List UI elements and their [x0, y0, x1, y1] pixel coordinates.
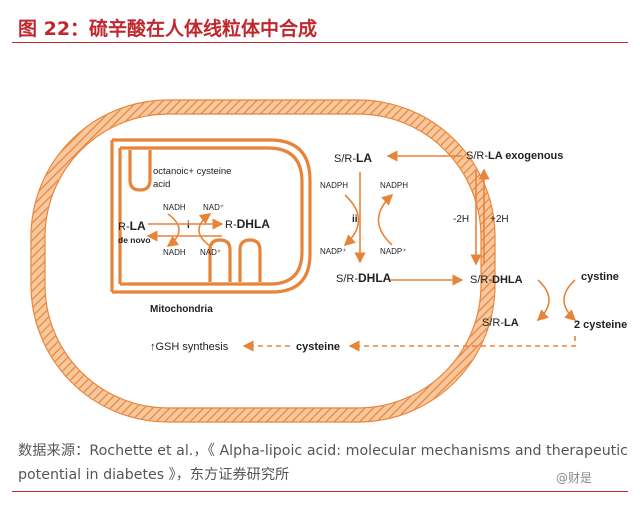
minus-2h-label: -2H — [453, 214, 469, 225]
figure-title: 图 22：硫辛酸在人体线粒体中合成 — [18, 18, 318, 40]
ext-la2-label: S/R-LA — [482, 317, 519, 329]
cycle-i-label: i — [187, 220, 190, 231]
cycle-i-arrows — [146, 213, 224, 247]
source-citation: 数据来源：Rochette et al.，《 Alpha-lipoic acid… — [18, 443, 628, 483]
mitochondria — [110, 138, 312, 294]
nadh-bottom-label: NADH — [163, 248, 186, 257]
title-bar: 图 22：硫辛酸在人体线粒体中合成 — [0, 0, 640, 44]
mitochondria-label: Mitochondria — [150, 304, 213, 315]
nad-top-label: NAD⁺ — [203, 203, 224, 212]
top-divider — [12, 42, 628, 43]
plus-2h-label: +2H — [490, 214, 509, 225]
cycle-ii-label: ii — [352, 214, 358, 225]
r-dhla-label: R-DHLA — [225, 217, 270, 231]
nadp-left-label: NADP⁺ — [320, 247, 346, 256]
cystine-label: cystine — [581, 271, 619, 283]
nadp-right-label: NADP⁺ — [380, 247, 406, 256]
mito-precursor-line2: acid — [153, 179, 170, 190]
de-novo-label: de novo — [118, 235, 151, 245]
sr-la-label: S/R-LA — [334, 151, 372, 165]
sr-dhla-label: S/R-DHLA — [336, 271, 392, 285]
nadph-left-label: NADPH — [320, 181, 348, 190]
cycle-ii-arrows — [343, 172, 394, 264]
ext-la-label: S/R-LA exogenous — [466, 150, 563, 162]
cysteine-import-arrow — [348, 336, 576, 352]
watermark: @财是 — [556, 471, 593, 485]
cystine-reduction-arrows — [536, 279, 577, 322]
nad-bottom-label: NAD⁺ — [200, 248, 221, 257]
ext-dhla-label: S/R-DHLA — [470, 274, 523, 286]
nadph-right-label: NADPH — [380, 181, 408, 190]
bottom-divider — [12, 491, 628, 492]
cysteine-label: cysteine — [296, 341, 340, 353]
r-la-label: R-LA — [118, 219, 146, 233]
two-cysteine-label: 2 cysteine — [574, 319, 627, 331]
nadh-top-label: NADH — [163, 203, 186, 212]
gsh-synthesis-label: ↑GSH synthesis — [150, 341, 229, 353]
mito-precursor-line1: octanoic+ cysteine — [153, 166, 231, 177]
